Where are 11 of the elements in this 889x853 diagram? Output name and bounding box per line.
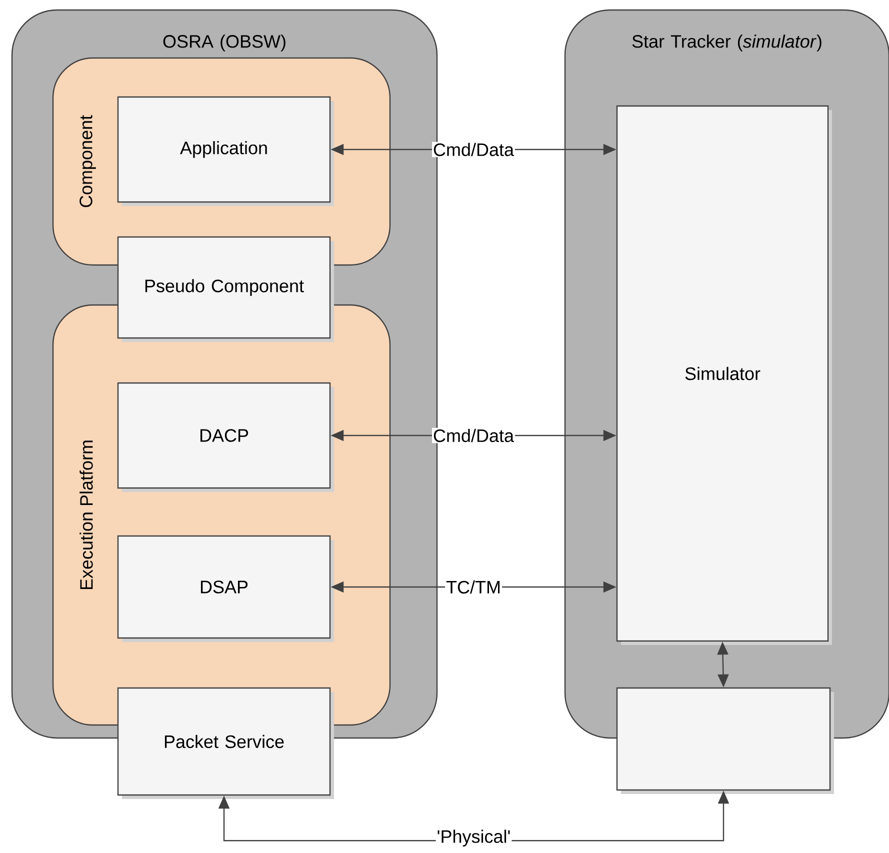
process-box: DACP xyxy=(117,382,334,492)
edge-label: 'Physical' xyxy=(436,828,512,848)
process-box: Packet Service xyxy=(117,687,334,799)
edge-label: Cmd/Data xyxy=(432,142,516,158)
process-box: Application xyxy=(117,96,334,206)
edge-label: Cmd/Data xyxy=(432,428,516,444)
empty-box xyxy=(616,687,834,794)
process-box: DSAP xyxy=(117,535,334,642)
process-box: Pseudo Component xyxy=(117,236,334,342)
edge-label: TC/TM xyxy=(445,579,502,595)
process-box: Simulator xyxy=(616,105,832,645)
